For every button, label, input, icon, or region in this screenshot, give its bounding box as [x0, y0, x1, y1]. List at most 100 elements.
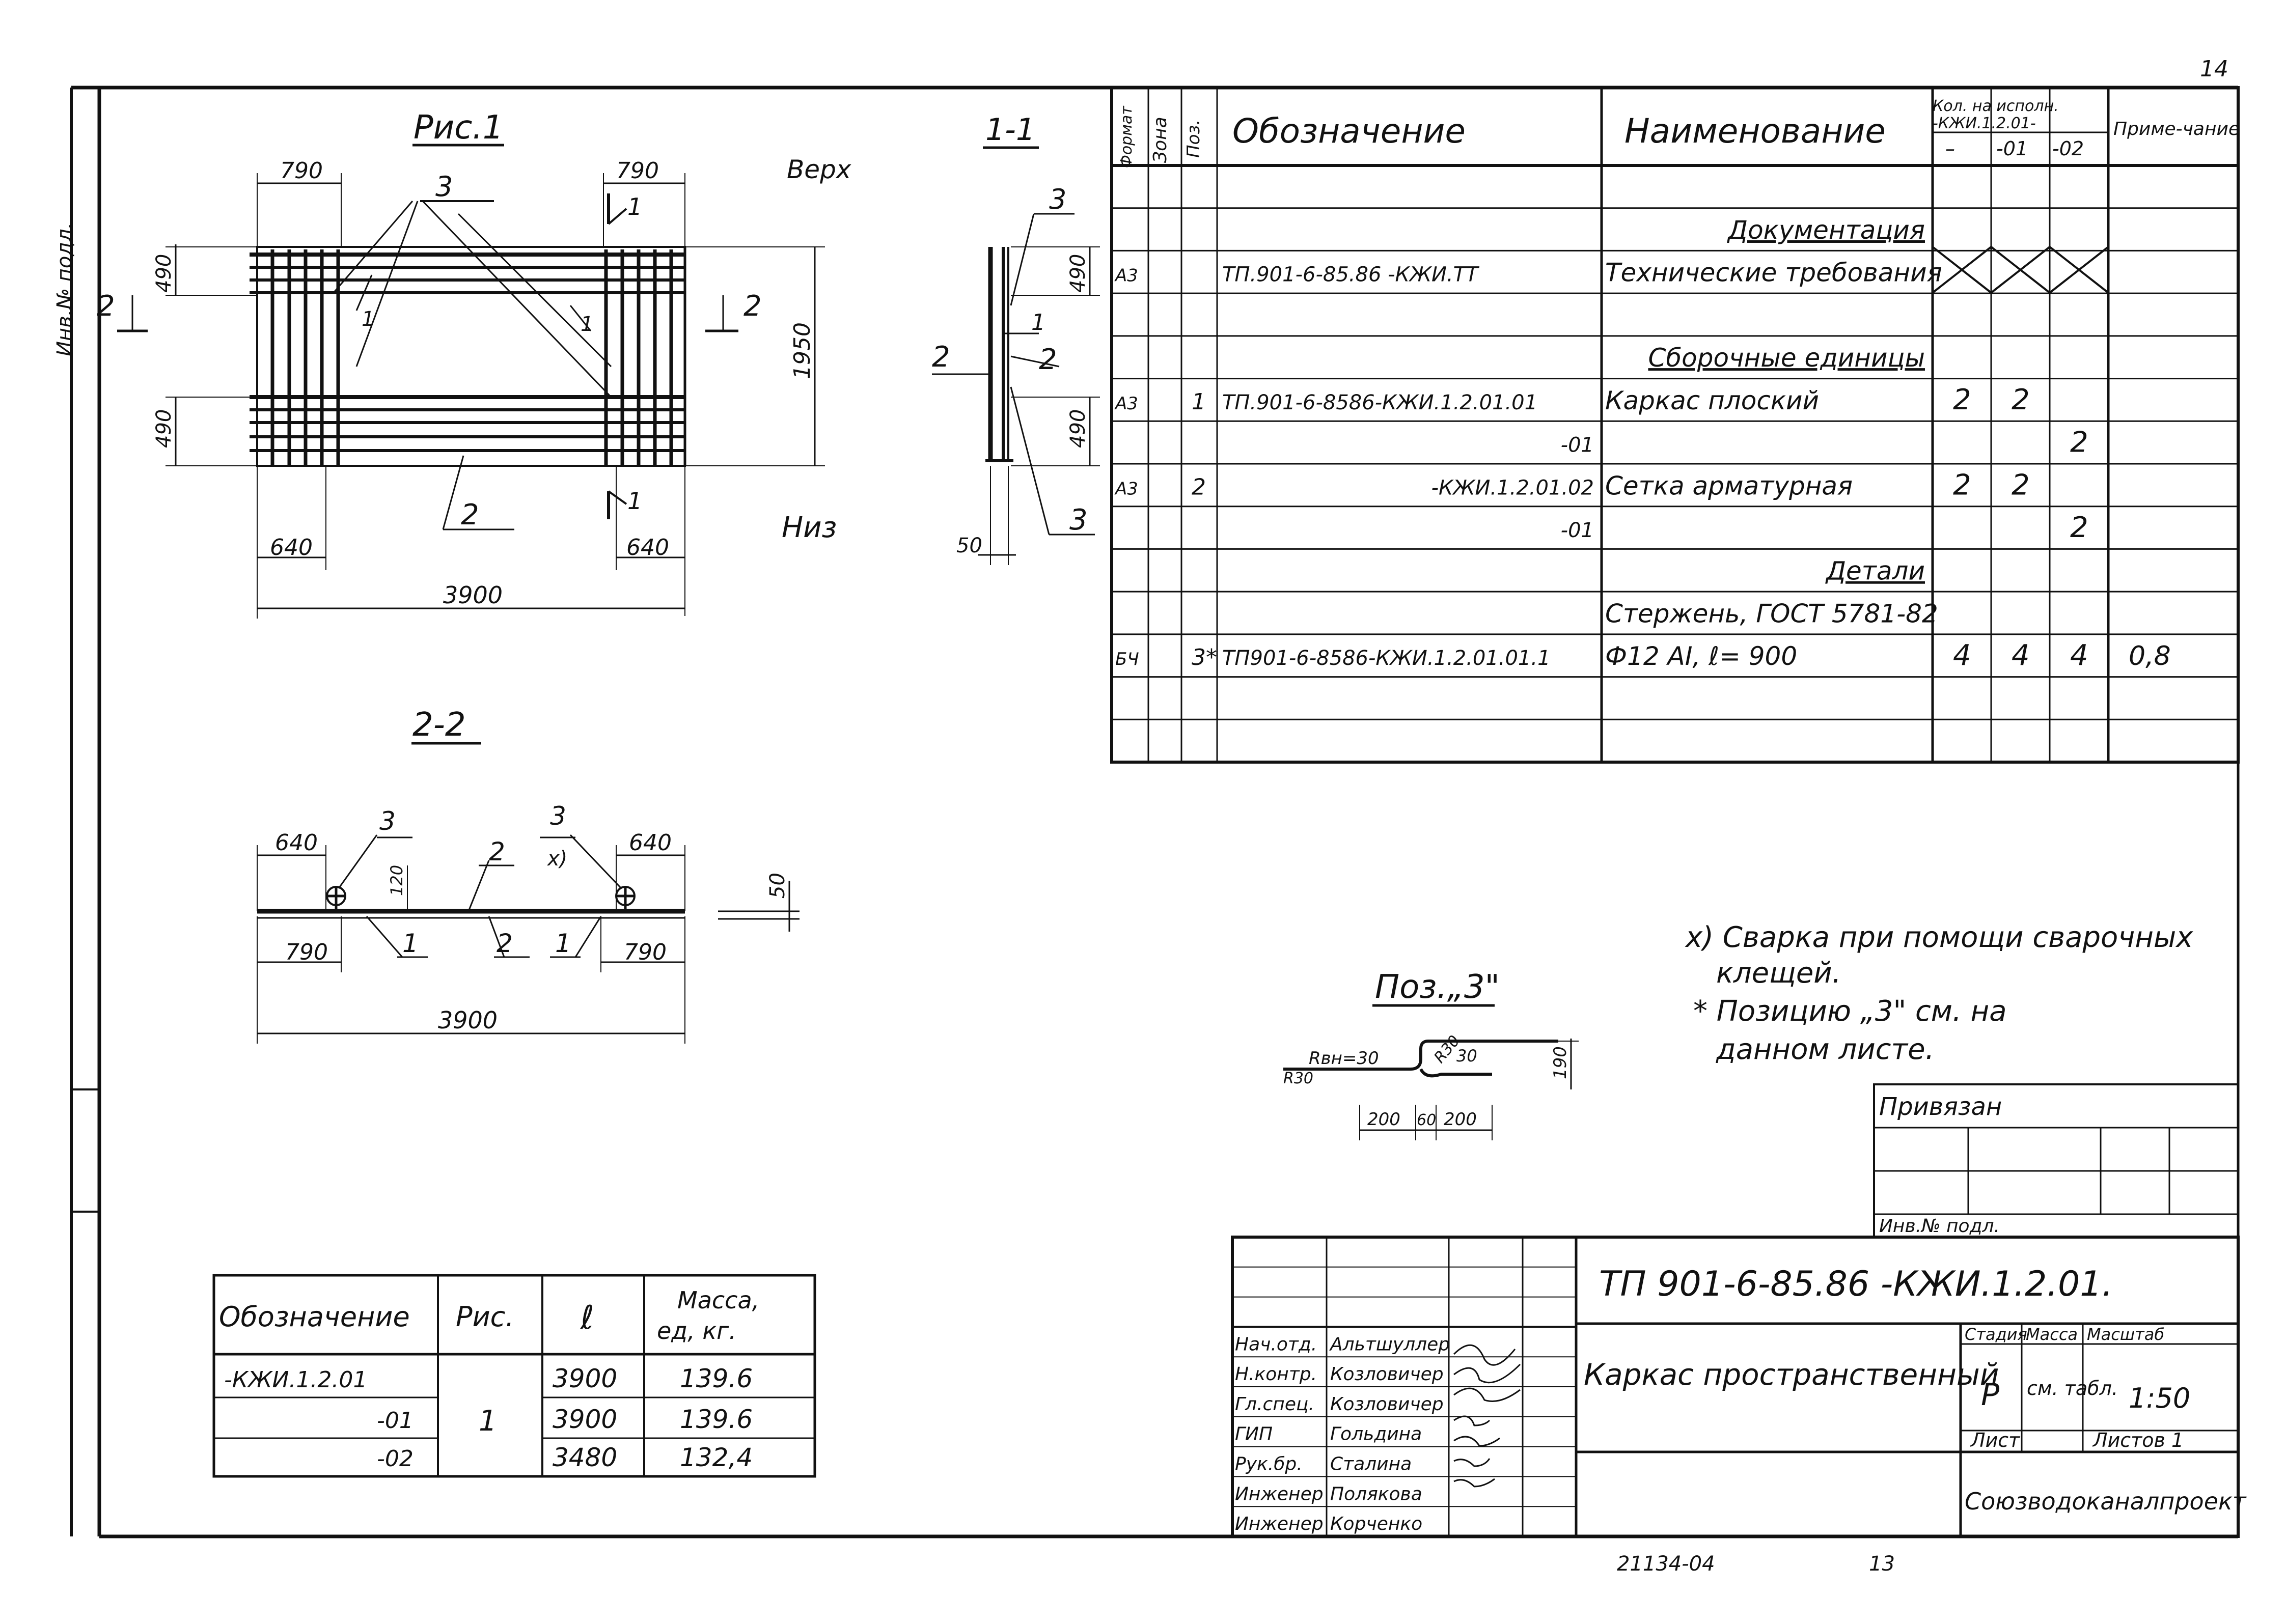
- mass-row-0-code: -КЖИ.1.2.01: [224, 1367, 367, 1393]
- tb-person-role-6: Инженер: [1235, 1514, 1324, 1534]
- spec-header-format: Формат: [1118, 105, 1136, 168]
- poz3-title: Поз.„3": [1375, 968, 1500, 1006]
- sec22-title: 2-2: [412, 706, 466, 744]
- poz3-dim-190: 190: [1550, 1046, 1571, 1079]
- fig1-pos-1a: 1: [362, 307, 374, 331]
- mass-row-0-length: 3900: [553, 1364, 617, 1393]
- tb-person-name-0: Альтшуллер: [1329, 1334, 1450, 1355]
- spec-header-qty-sub: -КЖИ.1.2.01-: [1933, 115, 2036, 132]
- note-line-4: данном листе.: [1716, 1033, 1934, 1066]
- fig1-pos-2: 2: [461, 498, 479, 531]
- fig1-pos-1b: 1: [581, 313, 593, 336]
- sec22-pos-2-bottom: 2: [497, 929, 513, 958]
- section-2-2: 2-2 640 640 120 790 790 3900 50: [257, 706, 800, 1044]
- title-block: Нач.отд.АльтшуллерН.контр.КозловичерГл.с…: [1231, 1236, 2247, 1538]
- spec-qty-col-3: -02: [2052, 137, 2084, 160]
- footer-archive: 21134-04: [1617, 1552, 1715, 1576]
- tb-person-name-6: Корченко: [1330, 1514, 1422, 1534]
- mass-row-0-mass: 139.6: [680, 1364, 753, 1393]
- spec-row-6-q3: 2: [2070, 426, 2088, 459]
- spec-row-2-name: Технические требования: [1605, 258, 1942, 288]
- fig1-dim-490-bottom: 490: [152, 409, 176, 448]
- note-line-1: x) Сварка при помощи сварочных: [1685, 921, 2193, 954]
- tb-sheets-label: Листов 1: [2092, 1429, 2184, 1451]
- spec-row-7-format: А3: [1114, 479, 1138, 499]
- fig1-pos-3: 3: [435, 171, 453, 203]
- sec11-title: 1-1: [985, 112, 1035, 148]
- tb-mass: см. табл.: [2027, 1377, 2118, 1399]
- tb-person-name-4: Сталина: [1330, 1453, 1412, 1474]
- spec-row-8-designation: -01: [1561, 519, 1594, 542]
- spec-row-11-pos: 3*: [1192, 645, 1217, 670]
- notes: x) Сварка при помощи сварочных клещей. *…: [1685, 921, 2193, 1066]
- tb-stage: Р: [1981, 1377, 2000, 1413]
- spec-header-designation: Обозначение: [1232, 111, 1466, 151]
- spec-row-2-format: А3: [1114, 266, 1138, 286]
- spec-row-11-format: БЧ: [1115, 649, 1139, 669]
- fig1-dim-3900: 3900: [443, 581, 503, 609]
- mass-row-1-mass: 139.6: [680, 1405, 753, 1434]
- sec11-pos-3-top: 3: [1049, 183, 1066, 215]
- fig1-section-2-left: 2: [97, 290, 115, 323]
- fig1-section-2-right: 2: [743, 290, 762, 323]
- spec-row-10-name: Стержень, ГОСТ 5781-82: [1605, 599, 1938, 628]
- fig1-verticals-left: [270, 249, 340, 466]
- spec-header-zone: Зона: [1150, 117, 1171, 163]
- sec22-pos-1-left: 1: [402, 929, 419, 958]
- fig1-section-1-top: 1: [627, 193, 642, 220]
- tb-person-name-1: Козловичер: [1330, 1364, 1444, 1385]
- sec11-dim-490-top: 490: [1066, 254, 1090, 293]
- privyazan-inv: Инв.№ подл.: [1879, 1216, 2000, 1237]
- fig1-bars-top: [250, 253, 685, 294]
- sec22-dim-640-left: 640: [275, 830, 318, 856]
- mass-row-1-code: -01: [377, 1408, 414, 1434]
- fig1-dim-640-right: 640: [626, 535, 669, 561]
- specification-table: Формат Зона Поз. Обозначение Наименовани…: [1110, 86, 2240, 764]
- poz3-dim-60: 60: [1417, 1111, 1436, 1129]
- mass-header-mass-unit: ед, кг.: [657, 1317, 736, 1345]
- sec22-pos-3-left: 3: [379, 806, 396, 836]
- spec-row-11-name: Ф12 АI, ℓ= 900: [1605, 641, 1797, 671]
- poz3-dim-200-right: 200: [1444, 1109, 1477, 1130]
- spec-row-5-name: Каркас плоский: [1605, 386, 1819, 415]
- section-1-1: 1-1 490 490 50 3 2 1 2 3: [932, 112, 1100, 565]
- spec-row-5-q1: 2: [1953, 383, 1971, 416]
- note-line-2: клещей.: [1716, 957, 1841, 990]
- sec11-pos-2-left: 2: [932, 341, 950, 374]
- signature-scribbles: [1453, 1344, 1521, 1488]
- sec22-pos-1-right: 1: [555, 929, 571, 958]
- spec-qty-col-2: -01: [1996, 137, 2028, 160]
- privyazan-block: Привязан Инв.№ подл.: [1873, 1083, 2239, 1238]
- mass-header-length: ℓ: [580, 1299, 594, 1337]
- sec11-pos-3-bottom: 3: [1069, 503, 1088, 537]
- spec-row-11-q2: 4: [2012, 639, 2030, 672]
- sec11-dim-490-bottom: 490: [1066, 409, 1090, 448]
- fig1-top-label: Верх: [787, 155, 851, 184]
- spec-header-qty: Кол. на исполн.: [1933, 97, 2059, 115]
- tb-sheet-label: Лист: [1970, 1429, 2021, 1451]
- fig1-bars-bottom: [250, 395, 685, 452]
- fig1-dim-790-left: 790: [280, 158, 323, 184]
- spec-row-11-q1: 4: [1953, 639, 1971, 672]
- tb-mass-label: Масса: [2026, 1325, 2078, 1344]
- sec22-pos-3-right: 3: [550, 801, 566, 831]
- position-3-detail: Поз.„3" Rвн=30 R30 R30 30 190 200 60 200: [1283, 968, 1579, 1140]
- mass-table: Обозначение Рис. ℓ Масса, ед, кг. 1 -КЖИ…: [212, 1274, 816, 1478]
- spec-header-name: Наименование: [1624, 111, 1886, 151]
- tb-scale: 1:50: [2129, 1382, 2190, 1414]
- spec-row-7-pos: 2: [1192, 474, 1206, 500]
- spec-row-7-q2: 2: [2012, 468, 2030, 501]
- spec-row-7-designation: -КЖИ.1.2.01.02: [1431, 476, 1594, 499]
- tb-person-role-3: ГИП: [1235, 1424, 1273, 1445]
- sec22-dim-790-left: 790: [285, 939, 328, 965]
- fig1-dim-790-right: 790: [616, 158, 659, 184]
- spec-header-note: Приме-чание: [2113, 119, 2240, 139]
- mass-header-mass: Масса,: [677, 1286, 759, 1314]
- note-line-3: * Позицию „3" см. на: [1693, 995, 2007, 1028]
- footer-sheet: 13: [1869, 1552, 1895, 1576]
- sec22-dim-640-right: 640: [629, 830, 672, 856]
- tb-person-name-3: Гольдина: [1330, 1424, 1422, 1445]
- figure-1: Рис.1 Верх Низ: [97, 109, 851, 619]
- spec-row-5-format: А3: [1114, 394, 1138, 414]
- sec22-dim-790-right: 790: [624, 939, 667, 965]
